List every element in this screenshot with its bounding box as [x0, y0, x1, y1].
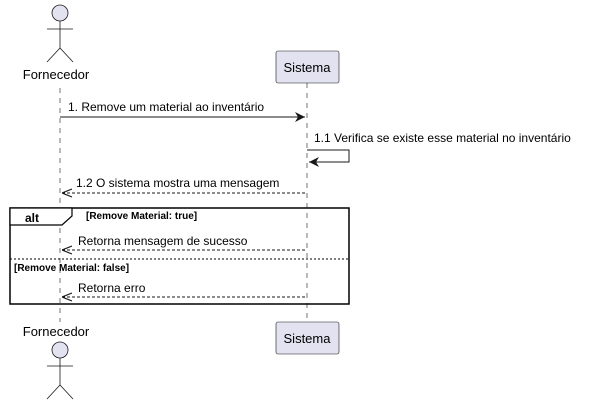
success-label: Retorna mensagem de sucesso [78, 234, 248, 248]
system-top-label: Sistema [284, 60, 332, 75]
system-bottom-label: Sistema [284, 331, 332, 346]
actor-bottom-icon [46, 341, 74, 400]
actor-bottom-label: Fornecedor [23, 324, 90, 339]
alt-guard-false: [Remove Material: false] [14, 263, 129, 274]
error-label: Retorna erro [78, 281, 146, 295]
message-1-1-arrow [307, 149, 350, 167]
alt-guard-true: [Remove Material: true] [86, 211, 197, 222]
alt-fragment [9, 207, 350, 305]
actor-top-icon [46, 4, 74, 63]
system-bottom-box [275, 321, 340, 355]
message-1-label: 1. Remove um material ao inventário [68, 100, 264, 114]
system-top-box [275, 50, 340, 84]
actor-top-label: Fornecedor [23, 67, 90, 82]
message-1-2-label: 1.2 O sistema mostra uma mensagem [76, 176, 279, 190]
alt-tab [9, 207, 73, 226]
message-1-1-label: 1.1 Verifica se existe esse material no … [314, 131, 571, 145]
alt-keyword: alt [25, 211, 39, 225]
